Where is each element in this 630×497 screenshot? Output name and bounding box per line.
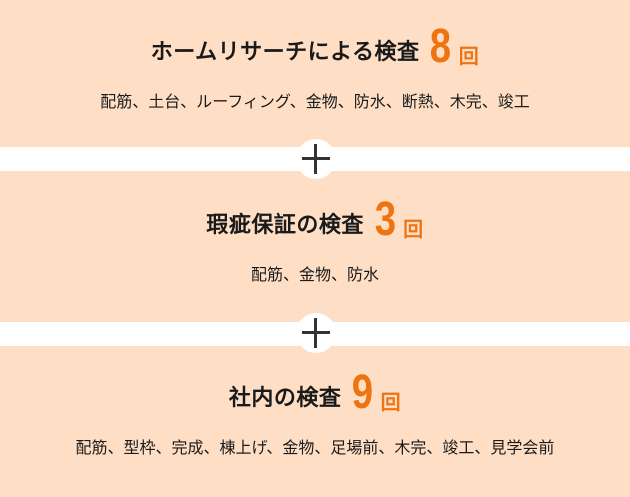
inspection-count: 8 bbox=[430, 20, 452, 73]
section-title: ホームリサーチによる検査 8 回 bbox=[0, 20, 630, 73]
inspection-count: 3 bbox=[374, 193, 397, 246]
section-home-research: ホームリサーチによる検査 8 回 配筋、土台、ルーフィング、金物、防水、断熱、木… bbox=[0, 0, 630, 147]
title-label: 社内の検査 bbox=[228, 386, 342, 411]
count-unit: 回 bbox=[403, 217, 424, 241]
inspection-items: 配筋、土台、ルーフィング、金物、防水、断熱、木完、竣工 bbox=[100, 92, 530, 111]
section-warranty: 瑕疵保証の検査 3 回 配筋、金物、防水 bbox=[0, 171, 630, 322]
inspection-count: 9 bbox=[352, 366, 374, 419]
inspection-items: 配筋、型枠、完成、棟上げ、金物、足場前、木完、竣工、見学会前 bbox=[75, 438, 555, 457]
section-title: 社内の検査 9 回 bbox=[0, 366, 630, 419]
title-label: ホームリサーチによる検査 bbox=[150, 40, 420, 65]
plus-icon bbox=[296, 139, 336, 179]
section-internal: 社内の検査 9 回 配筋、型枠、完成、棟上げ、金物、足場前、木完、竣工、見学会前 bbox=[0, 346, 630, 497]
plus-icon bbox=[296, 313, 336, 353]
count-unit: 回 bbox=[380, 390, 402, 414]
inspection-items: 配筋、金物、防水 bbox=[250, 265, 379, 284]
count-unit: 回 bbox=[458, 44, 480, 68]
title-label: 瑕疵保証の検査 bbox=[206, 213, 364, 238]
section-title: 瑕疵保証の検査 3 回 bbox=[0, 193, 630, 246]
